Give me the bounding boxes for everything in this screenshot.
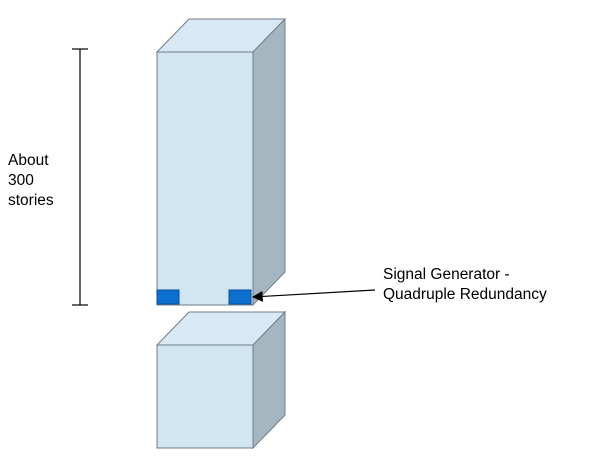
height-label-line: 300 [8,172,34,189]
height-label-line: stories [8,192,54,209]
callout-line: Quadruple Redundancy [383,286,547,303]
height-label: About 300 stories [8,151,54,211]
signal-generator-callout: Signal Generator - Quadruple Redundancy [383,265,547,305]
signal-generator-left [156,289,180,305]
callout-arrow [251,289,376,302]
callout-line: Signal Generator - [383,266,510,283]
upper-tower-block [155,17,287,307]
signal-generator-right [228,289,252,305]
lower-tower-block [155,310,287,450]
upper-tower-front-face [156,51,254,306]
height-label-line: About [8,152,49,169]
upper-tower-side-face [252,17,286,307]
lower-tower-front-face [156,344,254,449]
height-dimension-marker [72,48,88,306]
